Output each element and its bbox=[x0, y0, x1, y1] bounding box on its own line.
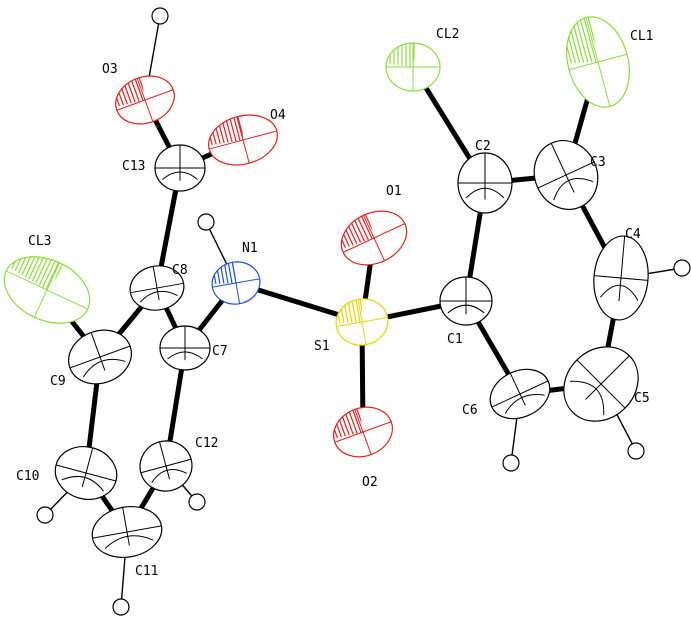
atom-c2-axis-c bbox=[465, 187, 505, 199]
atom-label-c4: C4 bbox=[625, 227, 641, 242]
atom-c11 bbox=[91, 506, 163, 558]
hydrogen-atom-on-c11 bbox=[112, 598, 130, 616]
atom-s1 bbox=[332, 298, 389, 346]
hydrogen-atom-on-c6 bbox=[502, 454, 520, 472]
atom-cl3 bbox=[3, 243, 91, 324]
hydrogen-atom-on-n1 bbox=[197, 213, 215, 231]
atom-c12 bbox=[139, 440, 193, 492]
atom-c12-axis-c bbox=[151, 469, 188, 484]
atom-label-c10: C10 bbox=[16, 469, 39, 484]
atom-label-o1: O1 bbox=[386, 184, 402, 199]
atom-label-s1: S1 bbox=[314, 339, 330, 354]
atom-c10 bbox=[54, 446, 118, 500]
atom-label-cl1: CL1 bbox=[630, 29, 653, 44]
atom-label-cl3: CL3 bbox=[28, 234, 51, 249]
atom-cl3-ellipsoid bbox=[3, 256, 91, 324]
atom-layer bbox=[3, 7, 691, 616]
atom-label-o2: O2 bbox=[362, 475, 378, 490]
atom-label-c9: C9 bbox=[50, 374, 66, 389]
atom-c5-axis-c bbox=[570, 380, 605, 415]
atom-label-c13: C13 bbox=[122, 159, 145, 174]
hydrogen-atom-on-c10 bbox=[36, 506, 54, 524]
hydrogen-atom-on-o3 bbox=[151, 7, 169, 25]
atom-cl1 bbox=[556, 15, 630, 108]
atom-c6 bbox=[489, 368, 551, 420]
atom-cl2 bbox=[385, 42, 441, 92]
atom-c6-axis-c bbox=[504, 394, 545, 414]
atom-label-c3: C3 bbox=[590, 155, 606, 170]
atom-c4-axis-b bbox=[618, 236, 626, 302]
hydrogen-atom-on-c12 bbox=[188, 493, 206, 511]
atom-c11-axis-c bbox=[104, 535, 154, 549]
atom-c2 bbox=[457, 152, 513, 214]
atom-label-c7: C7 bbox=[212, 344, 228, 359]
hydrogen-atom-on-c5 bbox=[627, 442, 645, 460]
atom-label-o3: O3 bbox=[102, 62, 118, 77]
atom-o2 bbox=[326, 406, 393, 458]
atom-c7-axis-c bbox=[167, 351, 203, 360]
atom-c13 bbox=[154, 144, 206, 192]
atom-c12-axis-b bbox=[159, 441, 171, 480]
atom-label-c11: C11 bbox=[135, 564, 158, 579]
atom-label-c6: C6 bbox=[462, 403, 478, 418]
atom-label-c1: C1 bbox=[447, 332, 463, 347]
atom-c5-axis-b bbox=[585, 355, 630, 400]
atom-c7 bbox=[159, 325, 211, 371]
atom-c3 bbox=[533, 140, 599, 210]
atom-c11-axis-b bbox=[122, 507, 130, 546]
hydrogen-atom-on-c4 bbox=[673, 259, 691, 277]
atom-c8-axis-c bbox=[139, 290, 178, 303]
atom-c8 bbox=[129, 265, 185, 311]
atom-c13-axis-c bbox=[162, 171, 198, 180]
atom-label-o4: O4 bbox=[270, 108, 286, 123]
atom-o4 bbox=[202, 114, 278, 166]
atom-c8-axis-b bbox=[152, 266, 160, 301]
atom-label-cl2: CL2 bbox=[436, 27, 459, 42]
atom-label-n1: N1 bbox=[242, 241, 258, 256]
atom-c1-axis-c bbox=[447, 304, 485, 314]
atom-c10-axis-c bbox=[61, 476, 104, 492]
atom-label-c2: C2 bbox=[475, 139, 491, 154]
atom-label-c5: C5 bbox=[634, 391, 650, 406]
atom-c4-axis-c bbox=[599, 284, 639, 301]
atom-c3-axis-c bbox=[553, 178, 594, 201]
atom-c4 bbox=[593, 235, 649, 321]
atom-c10-axis-b bbox=[81, 447, 94, 487]
atom-c1 bbox=[439, 276, 493, 326]
atom-c3-axis-b bbox=[550, 143, 575, 193]
atom-label-c12: C12 bbox=[195, 436, 218, 451]
atom-o1 bbox=[332, 210, 408, 266]
atom-c9-axis-c bbox=[82, 358, 126, 378]
atom-c6-axis-b bbox=[509, 372, 526, 406]
atom-c5 bbox=[563, 346, 639, 422]
atom-label-c8: C8 bbox=[172, 263, 188, 278]
atom-c9-axis-b bbox=[90, 332, 106, 371]
atom-c9 bbox=[68, 329, 132, 385]
atom-n1 bbox=[208, 261, 261, 305]
atom-o3 bbox=[108, 75, 175, 125]
